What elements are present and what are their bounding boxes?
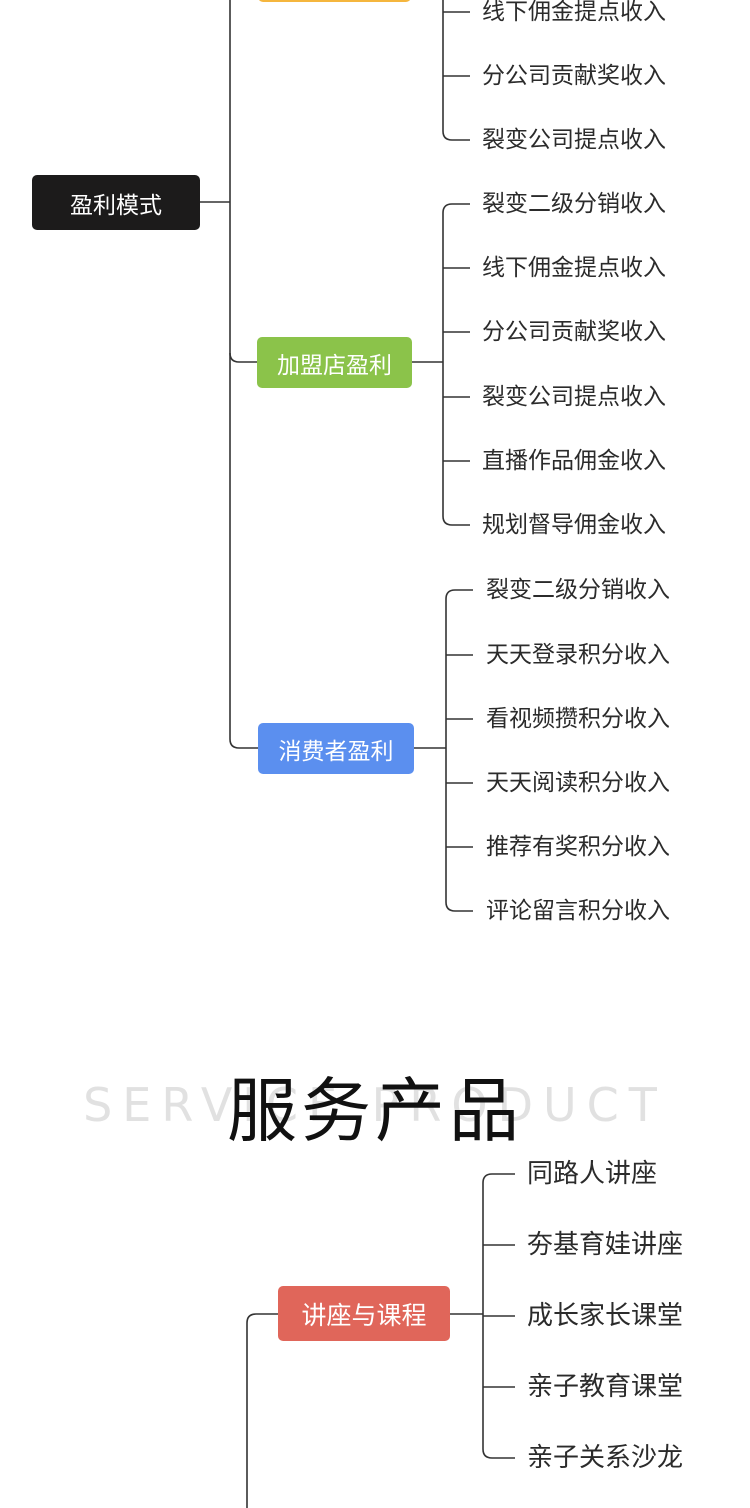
- lecture-leaf-5: 亲子关系沙龙: [527, 1443, 684, 1473]
- lecture-branch-0: [482, 1173, 515, 1184]
- franchise-leaf-2: 线下佣金提点收入: [482, 255, 666, 281]
- consumer-node: 消费者盈利: [258, 723, 414, 774]
- root-to-consumer: [229, 738, 258, 749]
- service-trunk: [246, 1313, 278, 1508]
- section-subtitle: SERVICE PRODUCT: [83, 1078, 667, 1132]
- consumer-leaf-5: 推荐有奖积分收入: [486, 834, 670, 860]
- top-branch-2: [442, 130, 470, 141]
- franchise-leaf-1: 裂变二级分销收入: [482, 191, 666, 217]
- leaf-top-2: 分公司贡献奖收入: [482, 63, 666, 89]
- lecture-leaf-4: 亲子教育课堂: [527, 1372, 684, 1402]
- leaf-top-1: 线下佣金提点收入: [482, 0, 666, 25]
- consumer-leaf-4: 天天阅读积分收入: [486, 770, 670, 796]
- franchise-branch-0: [442, 203, 470, 214]
- lecture-leaf-1: 同路人讲座: [527, 1159, 658, 1189]
- consumer-branch-5: [445, 901, 473, 912]
- consumer-leaf-3: 看视频攒积分收入: [486, 706, 670, 732]
- consumer-leaf-6: 评论留言积分收入: [486, 898, 670, 924]
- lecture-node: 讲座与课程: [278, 1286, 450, 1341]
- franchise-leaf-4: 裂变公司提点收入: [482, 384, 666, 410]
- franchise-leaf-3: 分公司贡献奖收入: [482, 319, 666, 345]
- franchise-leaf-5: 直播作品佣金收入: [482, 448, 666, 474]
- lecture-branch-4: [482, 1448, 515, 1459]
- franchise-leaf-6: 规划督导佣金收入: [482, 512, 666, 538]
- lecture-leaf-2: 夯基育娃讲座: [527, 1230, 684, 1260]
- lecture-leaf-3: 成长家长课堂: [527, 1301, 684, 1331]
- consumer-leaf-2: 天天登录积分收入: [486, 642, 670, 668]
- section-title: 服务产品: [227, 1070, 523, 1152]
- leaf-top-3: 裂变公司提点收入: [482, 127, 666, 153]
- franchise-node: 加盟店盈利: [257, 337, 412, 388]
- partial-node-top: [258, 0, 411, 2]
- franchise-branch-5: [442, 515, 470, 526]
- consumer-leaf-1: 裂变二级分销收入: [486, 577, 670, 603]
- root-to-franchise: [229, 352, 257, 363]
- root-node: 盈利模式: [32, 175, 200, 230]
- consumer-branch-0: [445, 589, 473, 600]
